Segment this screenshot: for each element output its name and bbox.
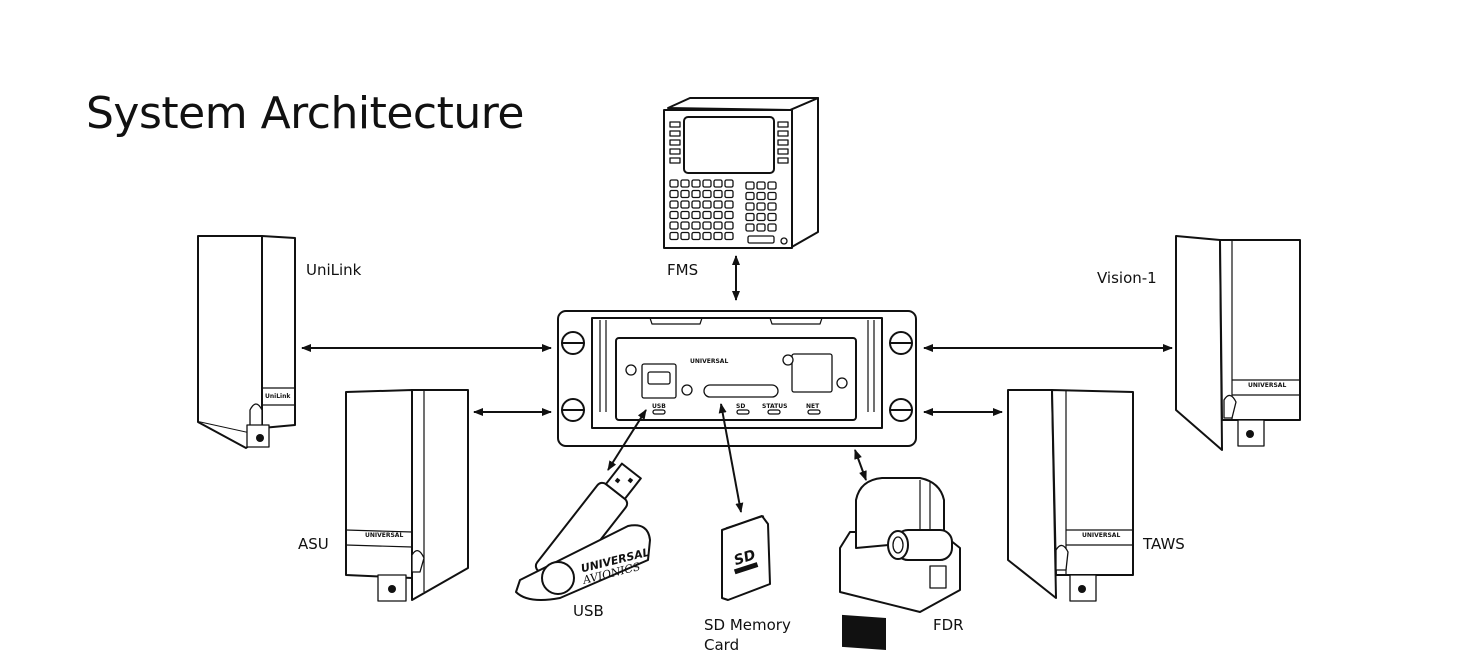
vision1-badge: UNIVERSAL: [1248, 382, 1286, 389]
arrow-hub-sd: [718, 403, 744, 513]
fms-key: [745, 181, 755, 190]
fms-key: [724, 231, 734, 241]
fms-key: [691, 200, 701, 209]
fms-line-select-keys: [669, 121, 789, 164]
fms-key: [756, 181, 766, 190]
fms-key: [713, 179, 723, 188]
fms-key: [691, 221, 701, 230]
fms-key: [767, 212, 777, 222]
fms-key: [702, 189, 712, 199]
unilink-label: UniLink: [306, 261, 362, 279]
usb-label: USB: [573, 602, 604, 620]
fms-label: FMS: [667, 261, 698, 279]
fms-key: [767, 202, 777, 211]
fms-key: [680, 189, 690, 199]
hub-brand: UNIVERSAL: [690, 358, 728, 365]
taws-unit: UNIVERSAL: [1007, 389, 1134, 602]
fms-key: [702, 200, 712, 209]
fms-key: [756, 202, 766, 211]
connections: [301, 255, 1173, 513]
hub-sd-slot: [703, 384, 779, 398]
fms-key: [680, 210, 690, 220]
unilink-unit: UniLink: [197, 235, 296, 449]
hub-net-port: [791, 353, 833, 393]
mounting-screws: [561, 331, 913, 422]
fms-key: [680, 179, 690, 188]
fms-key: [680, 200, 690, 209]
fms-key: [724, 179, 734, 188]
fms-key: [724, 210, 734, 220]
fms-key: [669, 231, 679, 241]
fms-key: [702, 221, 712, 230]
fms-keypad: [669, 179, 777, 244]
fms-key: [767, 181, 777, 190]
hub-unit: UNIVERSAL USB SD STATUS NET: [557, 310, 917, 447]
fms-key: [724, 189, 734, 199]
fms-key: [713, 189, 723, 199]
fms-key: [745, 212, 755, 222]
fms-key: [691, 231, 701, 241]
page-title: System Architecture: [86, 88, 524, 139]
hub-port-usb: USB: [652, 403, 666, 410]
fms-key: [713, 231, 723, 241]
usb-stick: UNIVERSAL AVIONICS: [515, 462, 651, 601]
fms-key: [745, 223, 755, 232]
sd-card: SD: [721, 515, 771, 601]
fms-key: [691, 179, 701, 188]
fms-key: [745, 191, 755, 201]
fms-key: [669, 221, 679, 230]
fms-key: [713, 210, 723, 220]
taws-badge: UNIVERSAL: [1082, 532, 1120, 539]
asu-badge: UNIVERSAL: [365, 532, 403, 539]
unilink-badge: UniLink: [265, 393, 291, 400]
fms-key: [669, 179, 679, 188]
fms-key: [724, 200, 734, 209]
vision1-unit: UNIVERSAL: [1175, 235, 1301, 451]
fms-key: [702, 231, 712, 241]
arrow-hub-usb: [607, 409, 647, 471]
fms-key: [702, 179, 712, 188]
arrow-hub-fdr: [854, 449, 867, 481]
fms-key: [691, 210, 701, 220]
fms-key: [745, 202, 755, 211]
taws-label: TAWS: [1142, 535, 1185, 553]
fms-key: [756, 223, 766, 232]
fdr-unit: [839, 477, 961, 650]
fms-key: [767, 223, 777, 232]
fms-key: [767, 191, 777, 201]
sd-logo: SD: [732, 547, 758, 569]
hub-port-net: NET: [806, 403, 820, 410]
fms-key: [669, 210, 679, 220]
fms-key: [713, 221, 723, 230]
fms-key: [702, 210, 712, 220]
fms-unit: [663, 97, 819, 249]
asu-label: ASU: [298, 535, 329, 553]
sd-label-line1: SD Memory: [704, 616, 791, 634]
fms-key: [669, 189, 679, 199]
fms-key: [756, 212, 766, 222]
vision1-label: Vision-1: [1097, 269, 1157, 287]
fms-key: [713, 200, 723, 209]
fms-key: [691, 189, 701, 199]
hub-port-status: STATUS: [762, 403, 787, 410]
sd-label-line2: Card: [704, 636, 739, 654]
hub-port-sd: SD: [736, 403, 745, 410]
fms-key: [680, 221, 690, 230]
fms-key: [680, 231, 690, 241]
fms-key: [747, 235, 775, 244]
fdr-label: FDR: [933, 616, 964, 634]
fms-key: [756, 191, 766, 201]
fms-key: [724, 221, 734, 230]
asu-unit: UNIVERSAL: [345, 389, 469, 602]
fms-key: [669, 200, 679, 209]
